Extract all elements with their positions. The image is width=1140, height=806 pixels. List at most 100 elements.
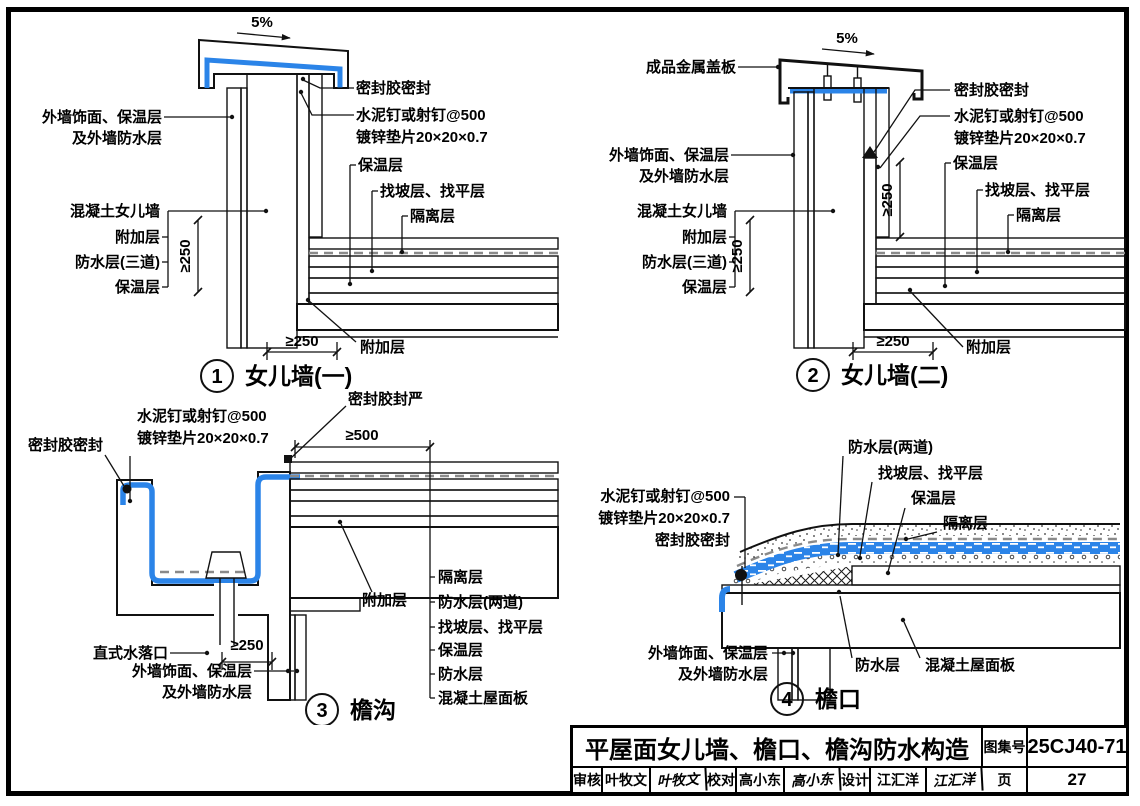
label-isolation: 隔离层 [1016, 206, 1061, 224]
label-sealant: 密封胶密封 [954, 81, 1029, 99]
label-insulation: 保温层 [437, 641, 483, 659]
detail-caption-1: 1 女儿墙(一) [200, 359, 352, 393]
label-wall-finish-2: 及外墙防水层 [639, 167, 729, 185]
dim-500: ≥500 [345, 427, 378, 444]
label-insulation: 保温层 [910, 489, 956, 507]
detail-2-parapet-wall-2: 5% 成品金属盖板 密封胶密封 水泥钉或射钉@500 镀锌垫片20×20×0.7… [608, 30, 1126, 392]
leader-lines [104, 405, 435, 699]
label-waterproof: 防水层 [855, 656, 900, 674]
label-add-layer: 附加层 [115, 228, 160, 246]
label-insulation-2: 保温层 [681, 278, 727, 296]
label-sealant: 密封胶密封 [655, 531, 730, 549]
label-isolation: 隔离层 [410, 207, 455, 225]
dim-h-250: ≥250 [876, 333, 909, 350]
label-isolation: 隔离层 [438, 568, 483, 586]
label-drain-outlet: 直式水落口 [93, 644, 168, 662]
detail-title: 女儿墙(一) [245, 363, 352, 389]
label-nail-line1: 水泥钉或射钉@500 [600, 487, 730, 505]
detail-caption-4: 4 檐口 [770, 682, 861, 716]
dimension-lines [217, 440, 435, 670]
label-metal-cap: 成品金属盖板 [646, 58, 737, 76]
title-block: 平屋面女儿墙、檐口、檐沟防水构造 图集号 25CJ40-71 审核 叶牧文 叶牧… [570, 725, 1129, 795]
label-nail-line1: 水泥钉或射钉@500 [356, 106, 486, 124]
wall-below-eave [777, 647, 831, 701]
detail-title: 檐口 [815, 686, 861, 712]
label-nail-line2: 镀锌垫片20×20×0.7 [598, 509, 730, 527]
reviewer-name: 叶牧文 [603, 768, 651, 792]
page-label: 页 [983, 768, 1028, 792]
label-wall-finish-1: 外墙饰面、保温层 [41, 108, 162, 126]
construction-details-drawing: 5% 密封胶密封 水泥钉或射钉@500 镀锌垫片20×20×0.7 外墙饰面、保… [28, 14, 1126, 725]
sheet-title: 平屋面女儿墙、檐口、檐沟防水构造 [573, 728, 983, 766]
roof-slab [719, 584, 1121, 649]
label-nail-line2: 镀锌垫片20×20×0.7 [137, 429, 269, 447]
leader-lines [162, 76, 408, 343]
label-wall-finish-2: 及外墙防水层 [678, 665, 768, 683]
label-sealant: 密封胶密封 [356, 79, 431, 97]
label-insulation: 保温层 [357, 156, 403, 174]
label-slope-level: 找坡层、找平层 [380, 182, 485, 200]
label-wall-finish-1: 外墙饰面、保温层 [647, 644, 768, 662]
slope-dim: 5% [251, 14, 273, 31]
parapet-coping [198, 38, 349, 89]
detail-number: 2 [807, 365, 818, 387]
detail-4-eaves: 防水层(两道) 找坡层、找平层 保温层 隔离层 水泥钉或射钉@500 镀锌垫片2… [598, 438, 1121, 716]
roof-build-up [863, 237, 1126, 338]
label-waterproof-3: 防水层(三道) [642, 253, 727, 271]
label-concrete-slab: 混凝土屋面板 [438, 689, 529, 707]
label-insulation-2: 保温层 [114, 278, 160, 296]
roof-build-up-curved [731, 523, 1121, 605]
label-parapet: 混凝土女儿墙 [70, 202, 160, 220]
label-concrete-slab: 混凝土屋面板 [925, 656, 1016, 674]
label-waterproof-2: 防水层(两道) [848, 438, 933, 456]
role-label-checker: 校对 [707, 768, 737, 792]
label-wall-finish-2: 及外墙防水层 [162, 683, 252, 701]
designer-signature: 江汇洋 [926, 766, 984, 794]
checker-name: 高小东 [737, 768, 785, 792]
reviewer-signature: 叶牧文 [650, 766, 708, 794]
role-label-reviewer: 审核 [573, 768, 603, 792]
atlas-number-label: 图集号 [983, 728, 1028, 766]
page-number: 27 [1067, 770, 1087, 789]
label-waterproof-2: 防水层(两道) [438, 593, 523, 611]
dim-h-250: ≥250 [285, 333, 318, 350]
label-add-layer: 附加层 [682, 228, 727, 246]
label-waterproof-3: 防水层(三道) [75, 253, 160, 271]
label-isolation: 隔离层 [943, 514, 988, 532]
label-waterproof: 防水层 [438, 665, 483, 683]
atlas-number: 25CJ40-71 [1028, 735, 1126, 758]
parapet-wall-section [788, 87, 890, 349]
label-nail-line1: 水泥钉或射钉@500 [137, 407, 267, 425]
dimension-lines [745, 48, 938, 360]
label-add-layer-2: 附加层 [360, 338, 405, 356]
role-label-designer: 设计 [841, 768, 871, 792]
dim-v-250: ≥250 [177, 239, 194, 272]
leader-lines [729, 64, 1014, 348]
label-sealant: 密封胶密封 [28, 436, 103, 454]
label-add-layer: 附加层 [362, 591, 407, 609]
metal-coping-plate [778, 58, 924, 105]
detail-caption-2: 2 女儿墙(二) [796, 358, 948, 392]
detail-1-parapet-wall-1: 5% 密封胶密封 水泥钉或射钉@500 镀锌垫片20×20×0.7 外墙饰面、保… [41, 14, 559, 393]
detail-title: 檐沟 [350, 697, 396, 723]
label-slope-level: 找坡层、找平层 [985, 181, 1090, 199]
designer-name: 江汇洋 [871, 768, 927, 792]
label-parapet: 混凝土女儿墙 [637, 202, 727, 220]
leader-lines [734, 455, 938, 659]
label-nail-line2: 镀锌垫片20×20×0.7 [356, 128, 488, 146]
slope-dim: 5% [836, 30, 858, 47]
detail-caption-3: 3 檐沟 [305, 693, 396, 725]
label-insulation: 保温层 [952, 154, 998, 172]
fascia-finish-strip [289, 614, 307, 701]
label-nail-line2: 镀锌垫片20×20×0.7 [954, 129, 1086, 147]
detail-number: 3 [316, 700, 327, 722]
checker-signature: 高小东 [784, 766, 842, 794]
detail-number: 4 [781, 689, 793, 711]
label-wall-finish-1: 外墙饰面、保温层 [131, 662, 252, 680]
dimension-lines [193, 32, 342, 360]
detail-3-eaves-gutter: 密封胶密封 水泥钉或射钉@500 镀锌垫片20×20×0.7 密封胶封严 ≥50… [28, 390, 559, 725]
dim-v2-250: ≥250 [879, 183, 896, 216]
dim-250: ≥250 [230, 637, 263, 654]
label-sealed-tight: 密封胶封严 [348, 390, 423, 408]
